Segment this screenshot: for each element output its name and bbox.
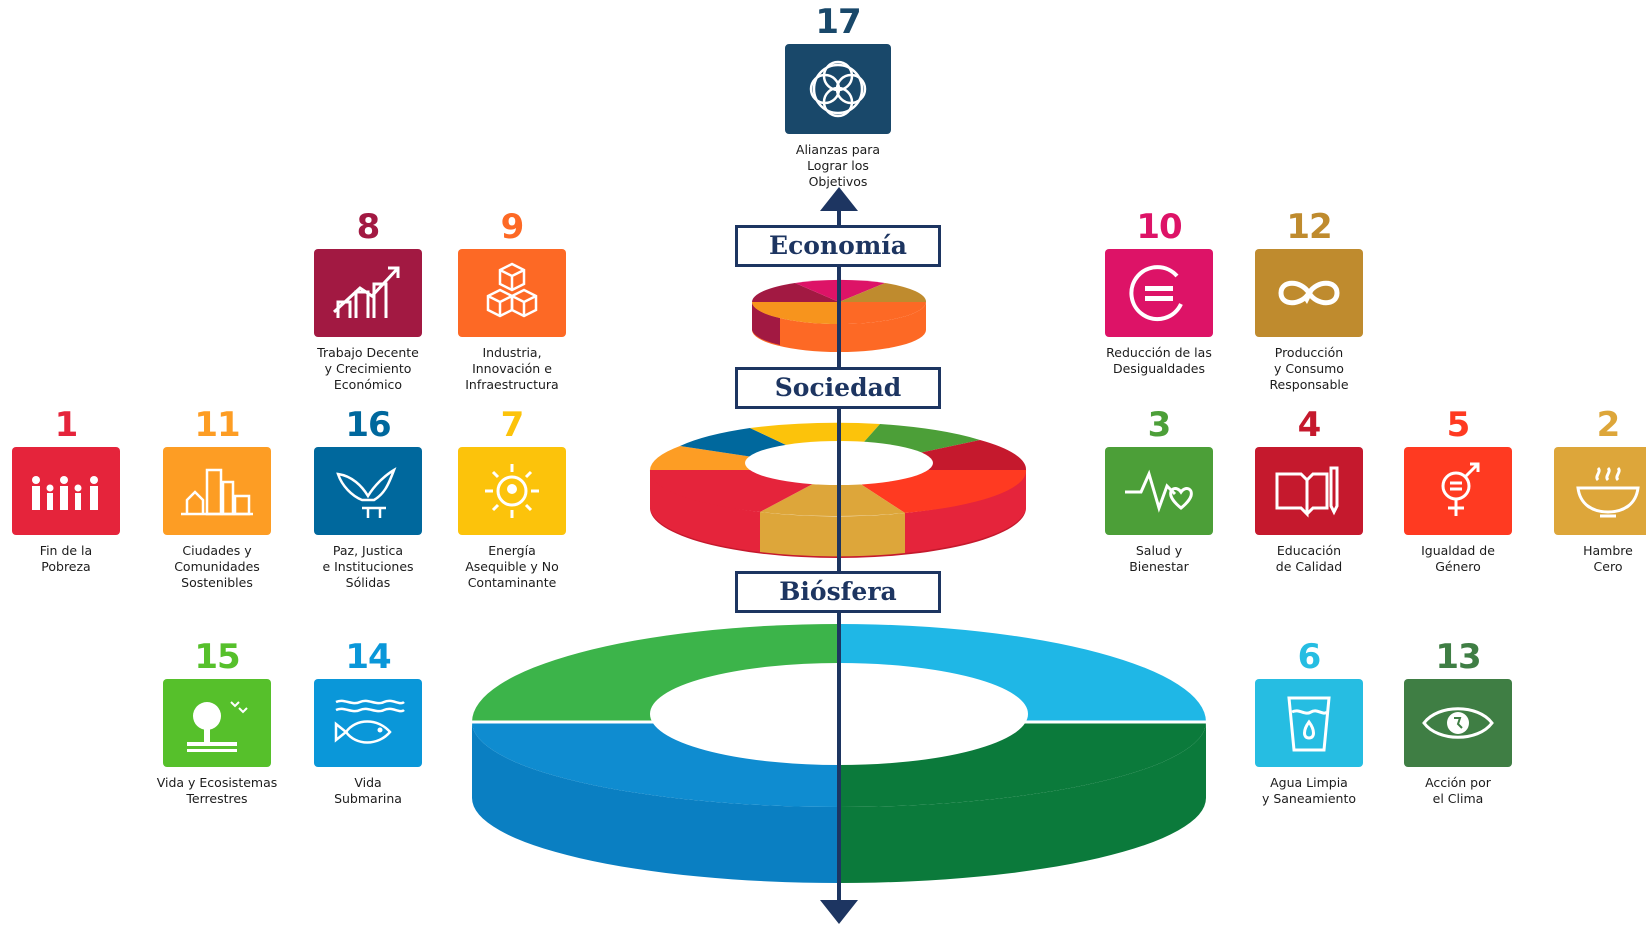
goal-5: 5 Igualdad de Género: [1396, 405, 1520, 575]
goal-tile: [1404, 447, 1512, 535]
goal-8: 8 Trabajo Decente y Crecimiento Económic…: [306, 207, 430, 393]
goal-label: Vida Submarina: [334, 775, 402, 806]
goal-label: Hambre Cero: [1583, 543, 1633, 574]
gender-icon: [1441, 462, 1480, 516]
cubes-icon: [486, 262, 538, 318]
goal-label: Paz, Justica e Instituciones Sólidas: [322, 543, 414, 590]
goal-number: 14: [345, 637, 391, 677]
goal-tile: [314, 679, 422, 767]
goal-12: 12 Producción y Consumo Responsable: [1247, 207, 1371, 393]
goal-9: 9 Industria, Innovación e Infraestructur…: [450, 207, 574, 393]
goal-number: 4: [1297, 405, 1322, 445]
goal-tile: [1255, 679, 1363, 767]
goal-label: Ciudades y Comunidades Sostenibles: [174, 543, 260, 590]
water-glass-icon: [1287, 696, 1331, 752]
goal-tile: [163, 447, 271, 535]
goal-number: 12: [1286, 207, 1332, 247]
city-icon: [181, 468, 253, 516]
goal-tile: [163, 679, 271, 767]
goal-tile: [458, 249, 566, 337]
goal-label: Energía Asequible y No Contaminante: [465, 543, 559, 590]
goal-10: 10 Reducción de las Desigualdades: [1097, 207, 1221, 377]
fish-icon: [334, 699, 405, 744]
goal-label: Salud y Bienestar: [1129, 543, 1189, 574]
goal-4: 4 Educación de Calidad: [1247, 405, 1371, 575]
goal-6: 6 Agua Limpia y Saneamiento: [1247, 637, 1371, 807]
heartbeat-icon: [1125, 469, 1193, 513]
goal-number: 11: [194, 405, 240, 445]
bowl-icon: [1576, 466, 1640, 518]
goal-label: Reducción de las Desigualdades: [1106, 345, 1212, 376]
goal-tile: [314, 249, 422, 337]
goal-label: Producción y Consumo Responsable: [1269, 345, 1349, 392]
goal-number: 9: [500, 207, 525, 247]
goal-label: Fin de la Pobreza: [39, 543, 93, 574]
goal-7: 7 Energía Asequible y No Contaminante: [450, 405, 574, 591]
goal-tile: [1105, 249, 1213, 337]
economy-tier-label: Economía: [735, 225, 941, 267]
equality-icon: [1129, 265, 1183, 322]
partnership-icon: [809, 60, 867, 118]
goal-3: 3 Salud y Bienestar: [1097, 405, 1221, 575]
goal-11: 11 Ciudades y Comunidades Sostenibles: [155, 405, 279, 591]
goal-label: Trabajo Decente y Crecimiento Económico: [317, 345, 419, 392]
goal-label: Agua Limpia y Saneamiento: [1261, 775, 1357, 806]
society-tier-label: Sociedad: [735, 367, 941, 409]
goal-number: 17: [815, 2, 861, 42]
goal-13: 13 Acción por el Clima: [1396, 637, 1520, 807]
down-arrow-icon: [820, 900, 858, 924]
goal-label: Industria, Innovación e Infraestructura: [465, 345, 559, 392]
tree-icon: [187, 701, 248, 752]
goal-tile: [1255, 249, 1363, 337]
infinity-icon: [1278, 280, 1340, 306]
goal-number: 13: [1435, 637, 1481, 677]
goal-tile: [1105, 447, 1213, 535]
biosphere-tier-label: Biósfera: [735, 571, 941, 613]
up-arrow-icon: [820, 187, 858, 211]
goal-number: 6: [1297, 637, 1322, 677]
goal-number: 5: [1446, 405, 1471, 445]
goal-label: Alianzas para Lograr los Objetivos: [795, 142, 881, 189]
sun-icon: [485, 464, 539, 518]
goal-number: 16: [345, 405, 391, 445]
goal-number: 15: [194, 637, 240, 677]
growth-chart-icon: [332, 266, 400, 318]
dove-icon: [336, 467, 397, 518]
goal-17: 17 Alianzas para Lograr los Objetivos: [776, 2, 900, 190]
goal-label: Igualdad de Género: [1421, 543, 1495, 574]
goal-1: 1 Fin de la Pobreza: [4, 405, 128, 575]
goal-2: 2 Hambre Cero: [1546, 405, 1646, 575]
goal-number: 7: [500, 405, 525, 445]
family-icon: [32, 476, 98, 510]
goal-number: 1: [54, 405, 79, 445]
goal-number: 8: [356, 207, 381, 247]
goal-tile: [458, 447, 566, 535]
goal-number: 10: [1136, 207, 1182, 247]
goal-tile: [1554, 447, 1646, 535]
goal-16: 16 Paz, Justica e Instituciones Sólidas: [306, 405, 430, 591]
goal-number: 2: [1596, 405, 1621, 445]
goal-label: Educación de Calidad: [1275, 543, 1343, 574]
goal-tile: [785, 44, 891, 134]
society-ring: [649, 422, 1027, 558]
book-icon: [1275, 466, 1339, 518]
eye-icon: [1422, 707, 1494, 739]
goal-tile: [1255, 447, 1363, 535]
goal-14: 14 Vida Submarina: [306, 637, 430, 807]
goal-tile: [1404, 679, 1512, 767]
goal-tile: [12, 447, 120, 535]
goal-tile: [314, 447, 422, 535]
goal-15: 15 Vida y Ecosistemas Terrestres: [155, 637, 279, 807]
goal-label: Vida y Ecosistemas Terrestres: [156, 775, 278, 806]
goal-number: 3: [1147, 405, 1172, 445]
goal-label: Acción por el Clima: [1425, 775, 1491, 806]
